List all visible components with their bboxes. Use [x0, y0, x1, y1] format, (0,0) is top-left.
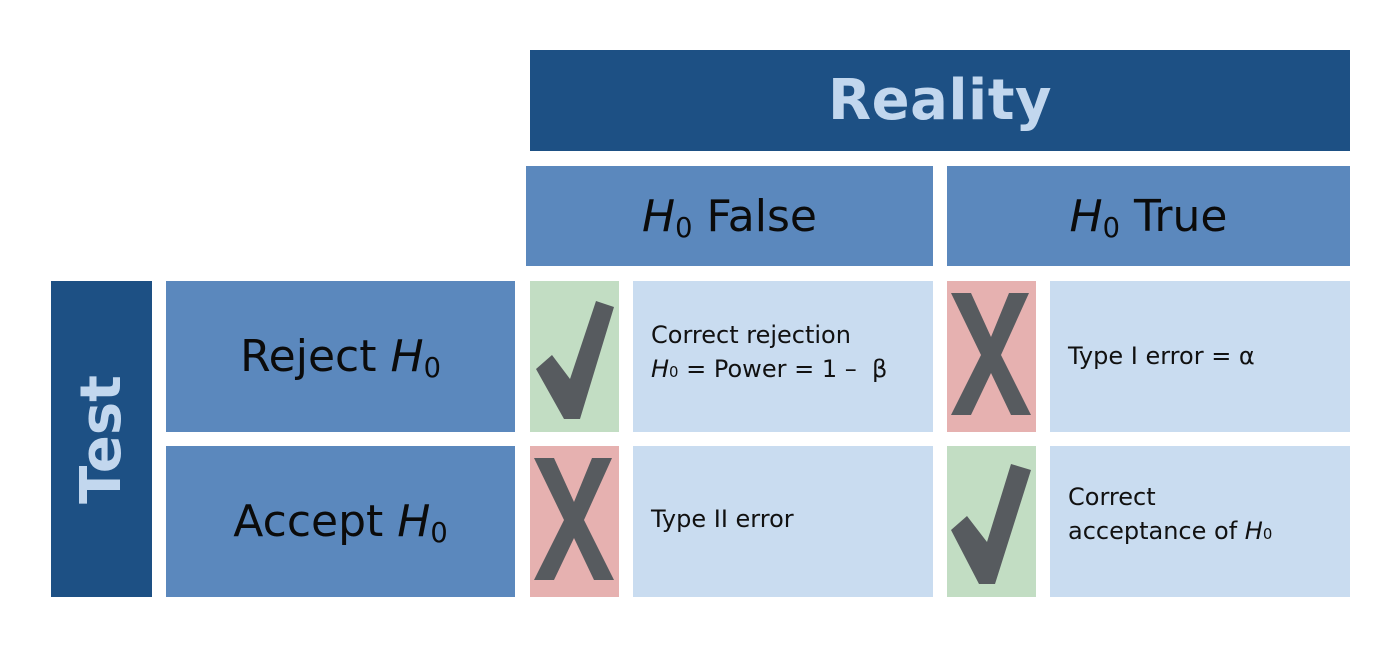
test-header: Test: [51, 281, 152, 597]
hypothesis-subscript: 0: [1262, 525, 1273, 543]
hypothesis-symbol: H: [651, 355, 670, 383]
cell-line-2-text: acceptance of: [1068, 517, 1245, 545]
column-header-label: H0 True: [1070, 191, 1228, 242]
cell-line-2: acceptance of H0: [1068, 514, 1272, 551]
row-header-label: Accept H0: [233, 496, 447, 547]
hypothesis-subscript: 0: [430, 518, 448, 549]
hypothesis-subscript: 0: [669, 363, 679, 381]
hypothesis-subscript: 0: [675, 212, 693, 244]
hypothesis-subscript: 0: [1102, 212, 1120, 244]
hypothesis-symbol: H: [397, 496, 431, 547]
test-label: Test: [69, 374, 134, 504]
column-header-h0-false: H0 False: [526, 166, 933, 266]
cell-text: Correct acceptance of H0: [1068, 480, 1272, 551]
cell-line-1: Correct: [1068, 483, 1156, 511]
cell-text: Type II error: [651, 505, 794, 533]
hypothesis-symbol: H: [390, 331, 424, 382]
checkmark-icon: [947, 446, 1036, 597]
hypothesis-symbol: H: [642, 190, 676, 242]
hypothesis-symbol: H: [1069, 190, 1103, 242]
column-header-text: True: [1120, 190, 1228, 242]
row-header-text: Reject: [240, 331, 391, 382]
cell-text: Correct rejection H0 = Power = 1 – β: [651, 318, 887, 389]
row-header-text: Accept: [233, 496, 398, 547]
column-header-label: H0 False: [642, 191, 817, 242]
cell-text: Type I error = α: [1068, 342, 1255, 370]
cell-type-i-error: Type I error = α: [1050, 281, 1350, 432]
cell-type-ii-error: Type II error: [633, 446, 933, 597]
row-header-label: Reject H0: [240, 331, 441, 382]
cell-correct-acceptance: Correct acceptance of H0: [1050, 446, 1350, 597]
hypothesis-subscript: 0: [423, 353, 441, 384]
x-mark-icon: [530, 446, 619, 597]
row-header-accept-h0: Accept H0: [166, 446, 515, 597]
x-mark-icon: [947, 281, 1036, 432]
reality-label: Reality: [827, 68, 1053, 133]
cell-correct-rejection: Correct rejection H0 = Power = 1 – β: [633, 281, 933, 432]
hypothesis-symbol: H: [1244, 517, 1263, 545]
cell-line-2: H0 = Power = 1 – β: [651, 352, 887, 389]
cell-line-1: Correct rejection: [651, 321, 851, 349]
power-formula: = Power = 1 – β: [678, 355, 888, 383]
column-header-text: False: [692, 190, 817, 242]
checkmark-icon: [530, 281, 619, 432]
column-header-h0-true: H0 True: [947, 166, 1350, 266]
row-header-reject-h0: Reject H0: [166, 281, 515, 432]
reality-header: Reality: [530, 50, 1350, 151]
